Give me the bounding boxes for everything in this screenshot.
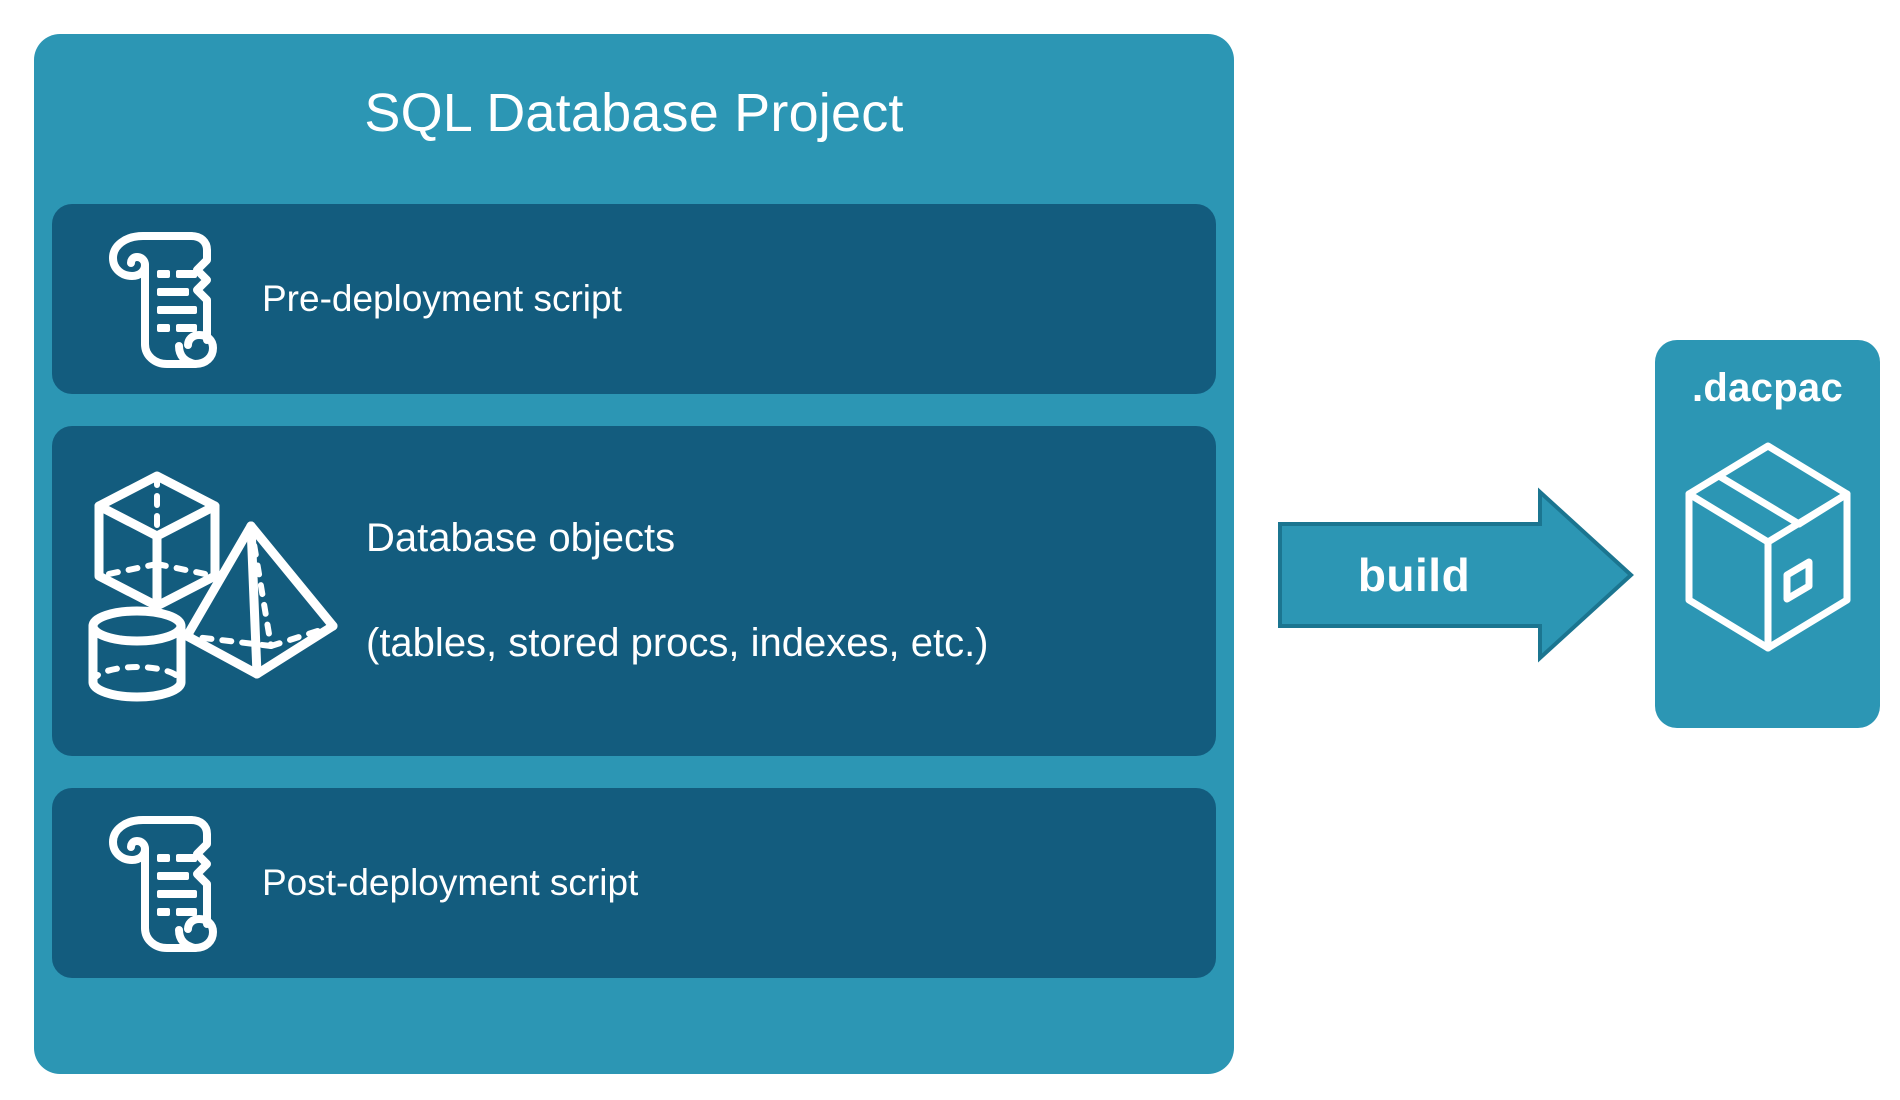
sql-database-project-card: SQL Database Project	[34, 34, 1234, 1074]
cube-icon	[94, 471, 220, 611]
arrow-right-icon	[1278, 487, 1634, 663]
package-box-icon	[1681, 436, 1855, 668]
scroll-icon	[62, 810, 262, 956]
database-objects-line1: Database objects	[366, 515, 676, 560]
pyramid-icon	[182, 521, 338, 679]
database-objects-line2: (tables, stored procs, indexes, etc.)	[366, 621, 989, 666]
panel-pre-deployment[interactable]: Pre-deployment script	[52, 204, 1216, 394]
panel-post-deployment[interactable]: Post-deployment script	[52, 788, 1216, 978]
scroll-icon	[62, 226, 262, 372]
panel-pre-deployment-label: Pre-deployment script	[262, 277, 622, 319]
dacpac-title: .dacpac	[1691, 366, 1844, 410]
shapes-icon	[66, 460, 366, 722]
page-title: SQL Database Project	[364, 83, 904, 143]
panel-post-deployment-label: Post-deployment script	[262, 861, 639, 903]
panel-database-objects[interactable]: Database objects (tables, stored procs, …	[52, 426, 1216, 756]
panel-database-objects-label: Database objects (tables, stored procs, …	[366, 459, 989, 723]
cylinder-icon	[88, 606, 186, 702]
dacpac-output-card: .dacpac	[1655, 340, 1880, 728]
